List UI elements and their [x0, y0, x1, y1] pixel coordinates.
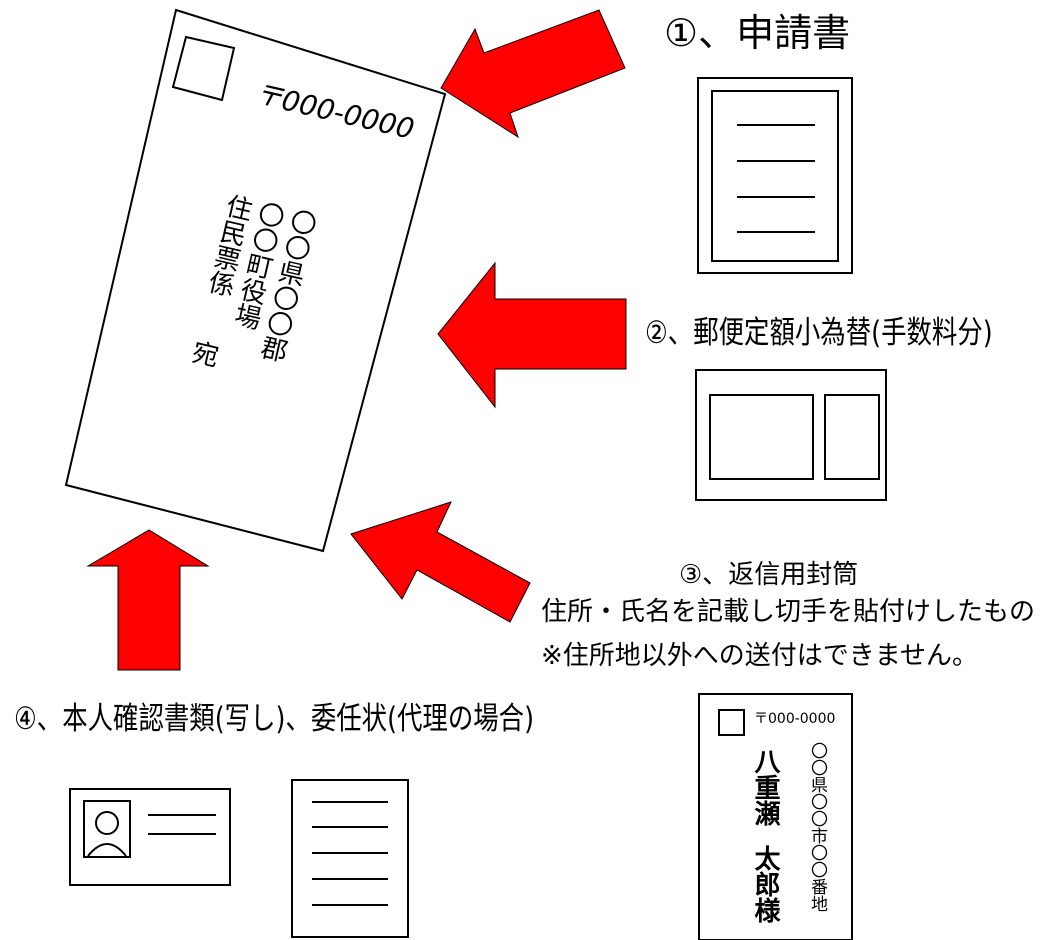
item-4-label: ④、本人確認書類(写し)、委任状(代理の場合) [14, 701, 535, 737]
item-3-note1: 住所・氏名を記載し切手を貼付けしたもの [541, 597, 1036, 627]
return-envelope-address: 〇〇県〇〇市〇〇番地 [807, 742, 827, 912]
arrow-1-icon [440, 9, 626, 139]
arrow-2-icon [437, 261, 627, 409]
arrow-4-icon [86, 529, 210, 671]
item-1-label: ①、申請書 [664, 11, 851, 55]
item-3-label: ③、返信用封筒 [679, 560, 859, 590]
envelope-outline [64, 8, 447, 553]
item-2-label: ②、郵便定額小為替(手数料分) [645, 315, 993, 351]
stamp-box [171, 35, 236, 102]
return-envelope-name-family: 八重瀬 [750, 748, 780, 826]
return-envelope-postal-code: 〒000-0000 [754, 711, 836, 727]
return-envelope-name-given: 太郎様 [750, 845, 780, 923]
id-card-icon [69, 788, 231, 886]
power-of-attorney-icon [291, 779, 409, 938]
item-3-note2: ※住所地以外への送付はできません。 [541, 641, 979, 671]
arrow-3-icon [350, 501, 531, 623]
